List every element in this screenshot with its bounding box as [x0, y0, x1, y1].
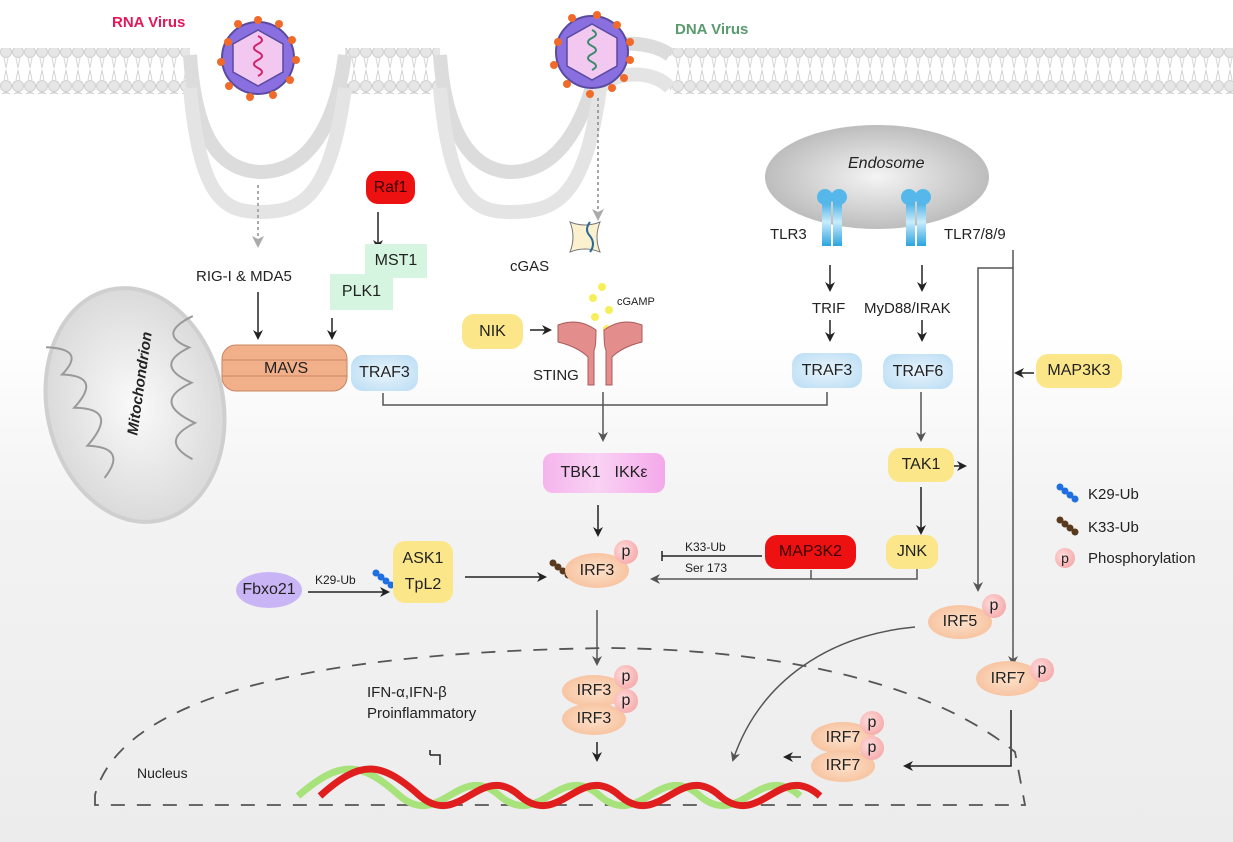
tlr3-receptor	[817, 189, 847, 246]
traf3-convergence-line	[382, 392, 828, 406]
irf3-node: IRF3	[565, 553, 629, 588]
myd88-label: MyD88/IRAK	[864, 300, 951, 317]
tlr789-label: TLR7/8/9	[944, 226, 1006, 243]
tbk1-ikke-complex: TBK1 IKKε	[543, 453, 665, 493]
legend-k29-label: K29-Ub	[1088, 486, 1139, 503]
cgamp-label: cGAMP	[617, 296, 655, 308]
mavs-label: MAVS	[264, 360, 309, 377]
dna-virus-label: DNA Virus	[675, 21, 749, 38]
ask1-label: ASK1	[402, 550, 444, 567]
jnk-ser173-arrow	[650, 566, 918, 584]
dna-virus-particle	[550, 11, 634, 98]
irf3-dimer-bottom: IRF3	[562, 703, 626, 735]
cgas-label: cGAS	[510, 258, 550, 275]
irf5-phospho-icon: p	[982, 594, 1006, 618]
rna-virus-label: RNA Virus	[112, 14, 186, 31]
irf3-dimer-phospho-bottom: p	[614, 689, 638, 713]
ask1-tpl2-complex: ASK1 TpL2	[393, 541, 453, 603]
legend-phospho-label: Phosphorylation	[1088, 550, 1196, 567]
traf3-left-node: TRAF3	[351, 355, 418, 391]
irf3-phospho-icon: p	[614, 540, 638, 564]
rig-mda5-label: RIG-I & MDA5	[196, 268, 292, 285]
dna-double-helix	[295, 765, 823, 810]
ifn-label-line2: Proinflammatory	[367, 705, 477, 722]
tpl2-label: TpL2	[404, 576, 442, 593]
mst1-node: MST1	[365, 244, 427, 278]
legend-phospho-icon: p	[1055, 548, 1075, 568]
map3k3-node: MAP3K3	[1036, 354, 1122, 388]
irf7-to-dimer-arrow	[903, 710, 1012, 771]
rna-virus-particle	[217, 16, 300, 101]
mavs-complex	[221, 344, 348, 392]
transcription-start-icon	[429, 750, 441, 765]
irf7-node: IRF7	[976, 661, 1040, 696]
sting-label: STING	[533, 367, 579, 384]
irf7-dimer-phospho-bottom: p	[860, 736, 884, 760]
tbk1-label: TBK1	[560, 464, 601, 481]
ifn-label-line1: IFN-α,IFN-β	[367, 684, 447, 701]
ser173-edge-label: Ser 173	[685, 561, 728, 575]
cgas-enzyme	[569, 221, 601, 253]
plk1-node: PLK1	[330, 274, 393, 310]
irf5-node: IRF5	[928, 605, 992, 639]
cgamp-molecules	[589, 283, 613, 333]
endosome	[765, 125, 989, 229]
traf6-node: TRAF6	[883, 354, 953, 389]
legend-k33-label: K33-Ub	[1088, 519, 1139, 536]
irf7-phospho-icon: p	[1030, 658, 1054, 682]
k33-ub-edge-label: K33-Ub	[685, 540, 726, 554]
tlr789-to-irf5-arrow	[973, 250, 1014, 592]
map3k2-node: MAP3K2	[765, 535, 856, 569]
legend-k29-icon	[1056, 483, 1079, 503]
ikke-label: IKKε	[614, 464, 648, 481]
legend-k33-icon	[1056, 516, 1079, 536]
nik-node: NIK	[462, 314, 523, 349]
irf7-dimer-phospho-top: p	[860, 711, 884, 735]
mitochondrion	[43, 286, 227, 524]
nucleus-boundary	[94, 647, 1027, 806]
fbxo21-node: Fbxo21	[236, 572, 302, 608]
trif-label: TRIF	[812, 300, 846, 317]
sting-protein	[557, 321, 643, 386]
jnk-node: JNK	[886, 535, 938, 569]
irf3-dimer-phospho-top: p	[614, 665, 638, 689]
tlr789-receptor	[901, 189, 931, 246]
k29-ub-chain-on-tpl2	[372, 569, 395, 589]
nucleus-label: Nucleus	[137, 765, 188, 781]
tlr3-label: TLR3	[770, 226, 807, 243]
endosome-label: Endosome	[848, 155, 925, 172]
traf3-right-node: TRAF3	[792, 353, 862, 388]
k29-ub-edge-label: K29-Ub	[315, 573, 356, 587]
tak1-node: TAK1	[888, 448, 954, 482]
irf5-to-dna-arrow	[730, 626, 916, 762]
raf1-node: Raf1	[366, 171, 415, 204]
